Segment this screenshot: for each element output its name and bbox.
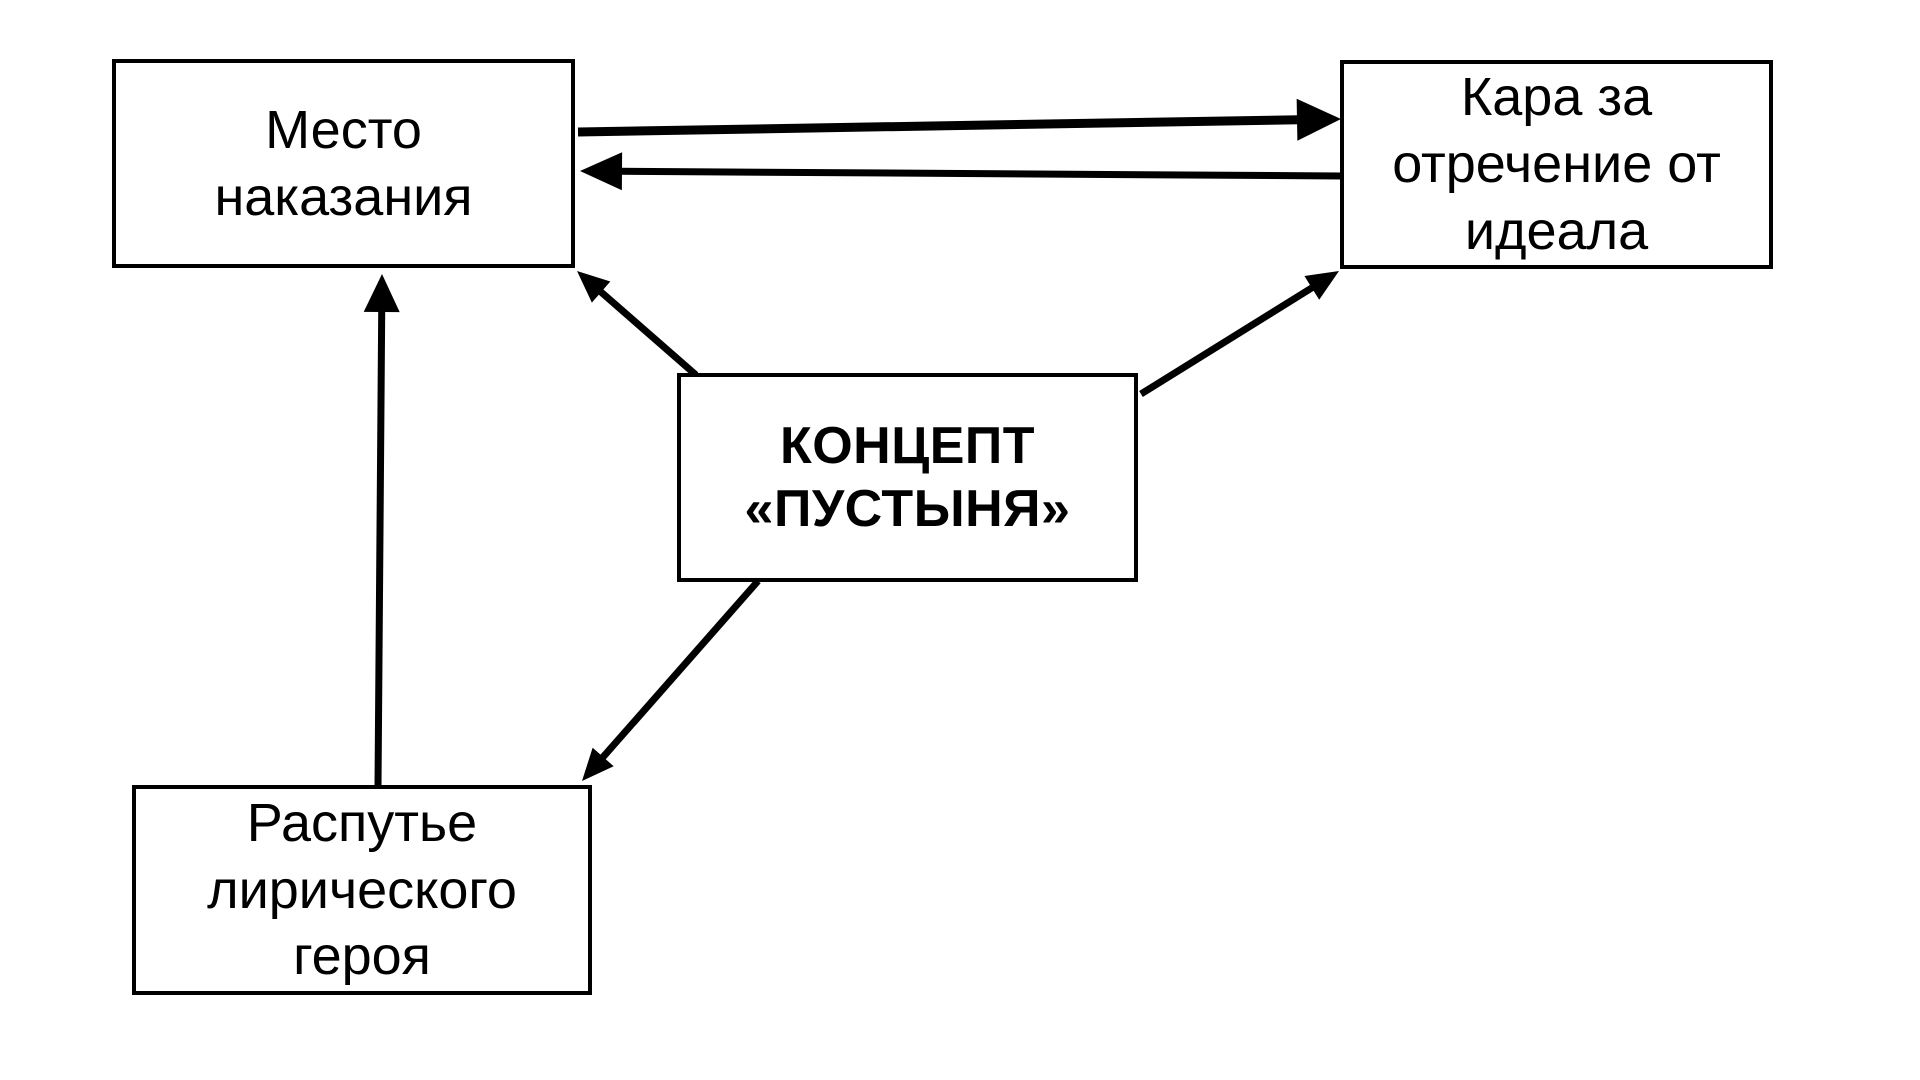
- node-crossroads-of-lyrical-hero: Распутье лирического героя: [132, 785, 592, 995]
- arrow-concept-to-place: [577, 271, 699, 378]
- arrow-kara-to-place: [580, 152, 1342, 191]
- arrow-concept-to-kara: [1139, 271, 1339, 397]
- arrowhead-crossroads-to-place: [363, 274, 400, 313]
- arrow-place-to-kara: [577, 98, 1341, 141]
- arrowhead-concept-to-crossroads: [582, 747, 614, 781]
- arrow-crossroads-to-place: [363, 274, 400, 787]
- arrowhead-concept-to-kara: [1304, 271, 1339, 300]
- arrowhead-kara-to-place: [580, 152, 623, 191]
- node-punishment-for-renouncing-ideal: Кара за отречение от идеала: [1340, 60, 1773, 269]
- node-place-of-punishment: Место наказания: [112, 59, 575, 268]
- arrow-concept-to-crossroads: [582, 578, 761, 781]
- arrowhead-place-to-kara: [1296, 98, 1341, 141]
- node-concept-desert: КОНЦЕПТ «ПУСТЫНЯ»: [677, 373, 1138, 582]
- arrowhead-concept-to-place: [577, 271, 611, 303]
